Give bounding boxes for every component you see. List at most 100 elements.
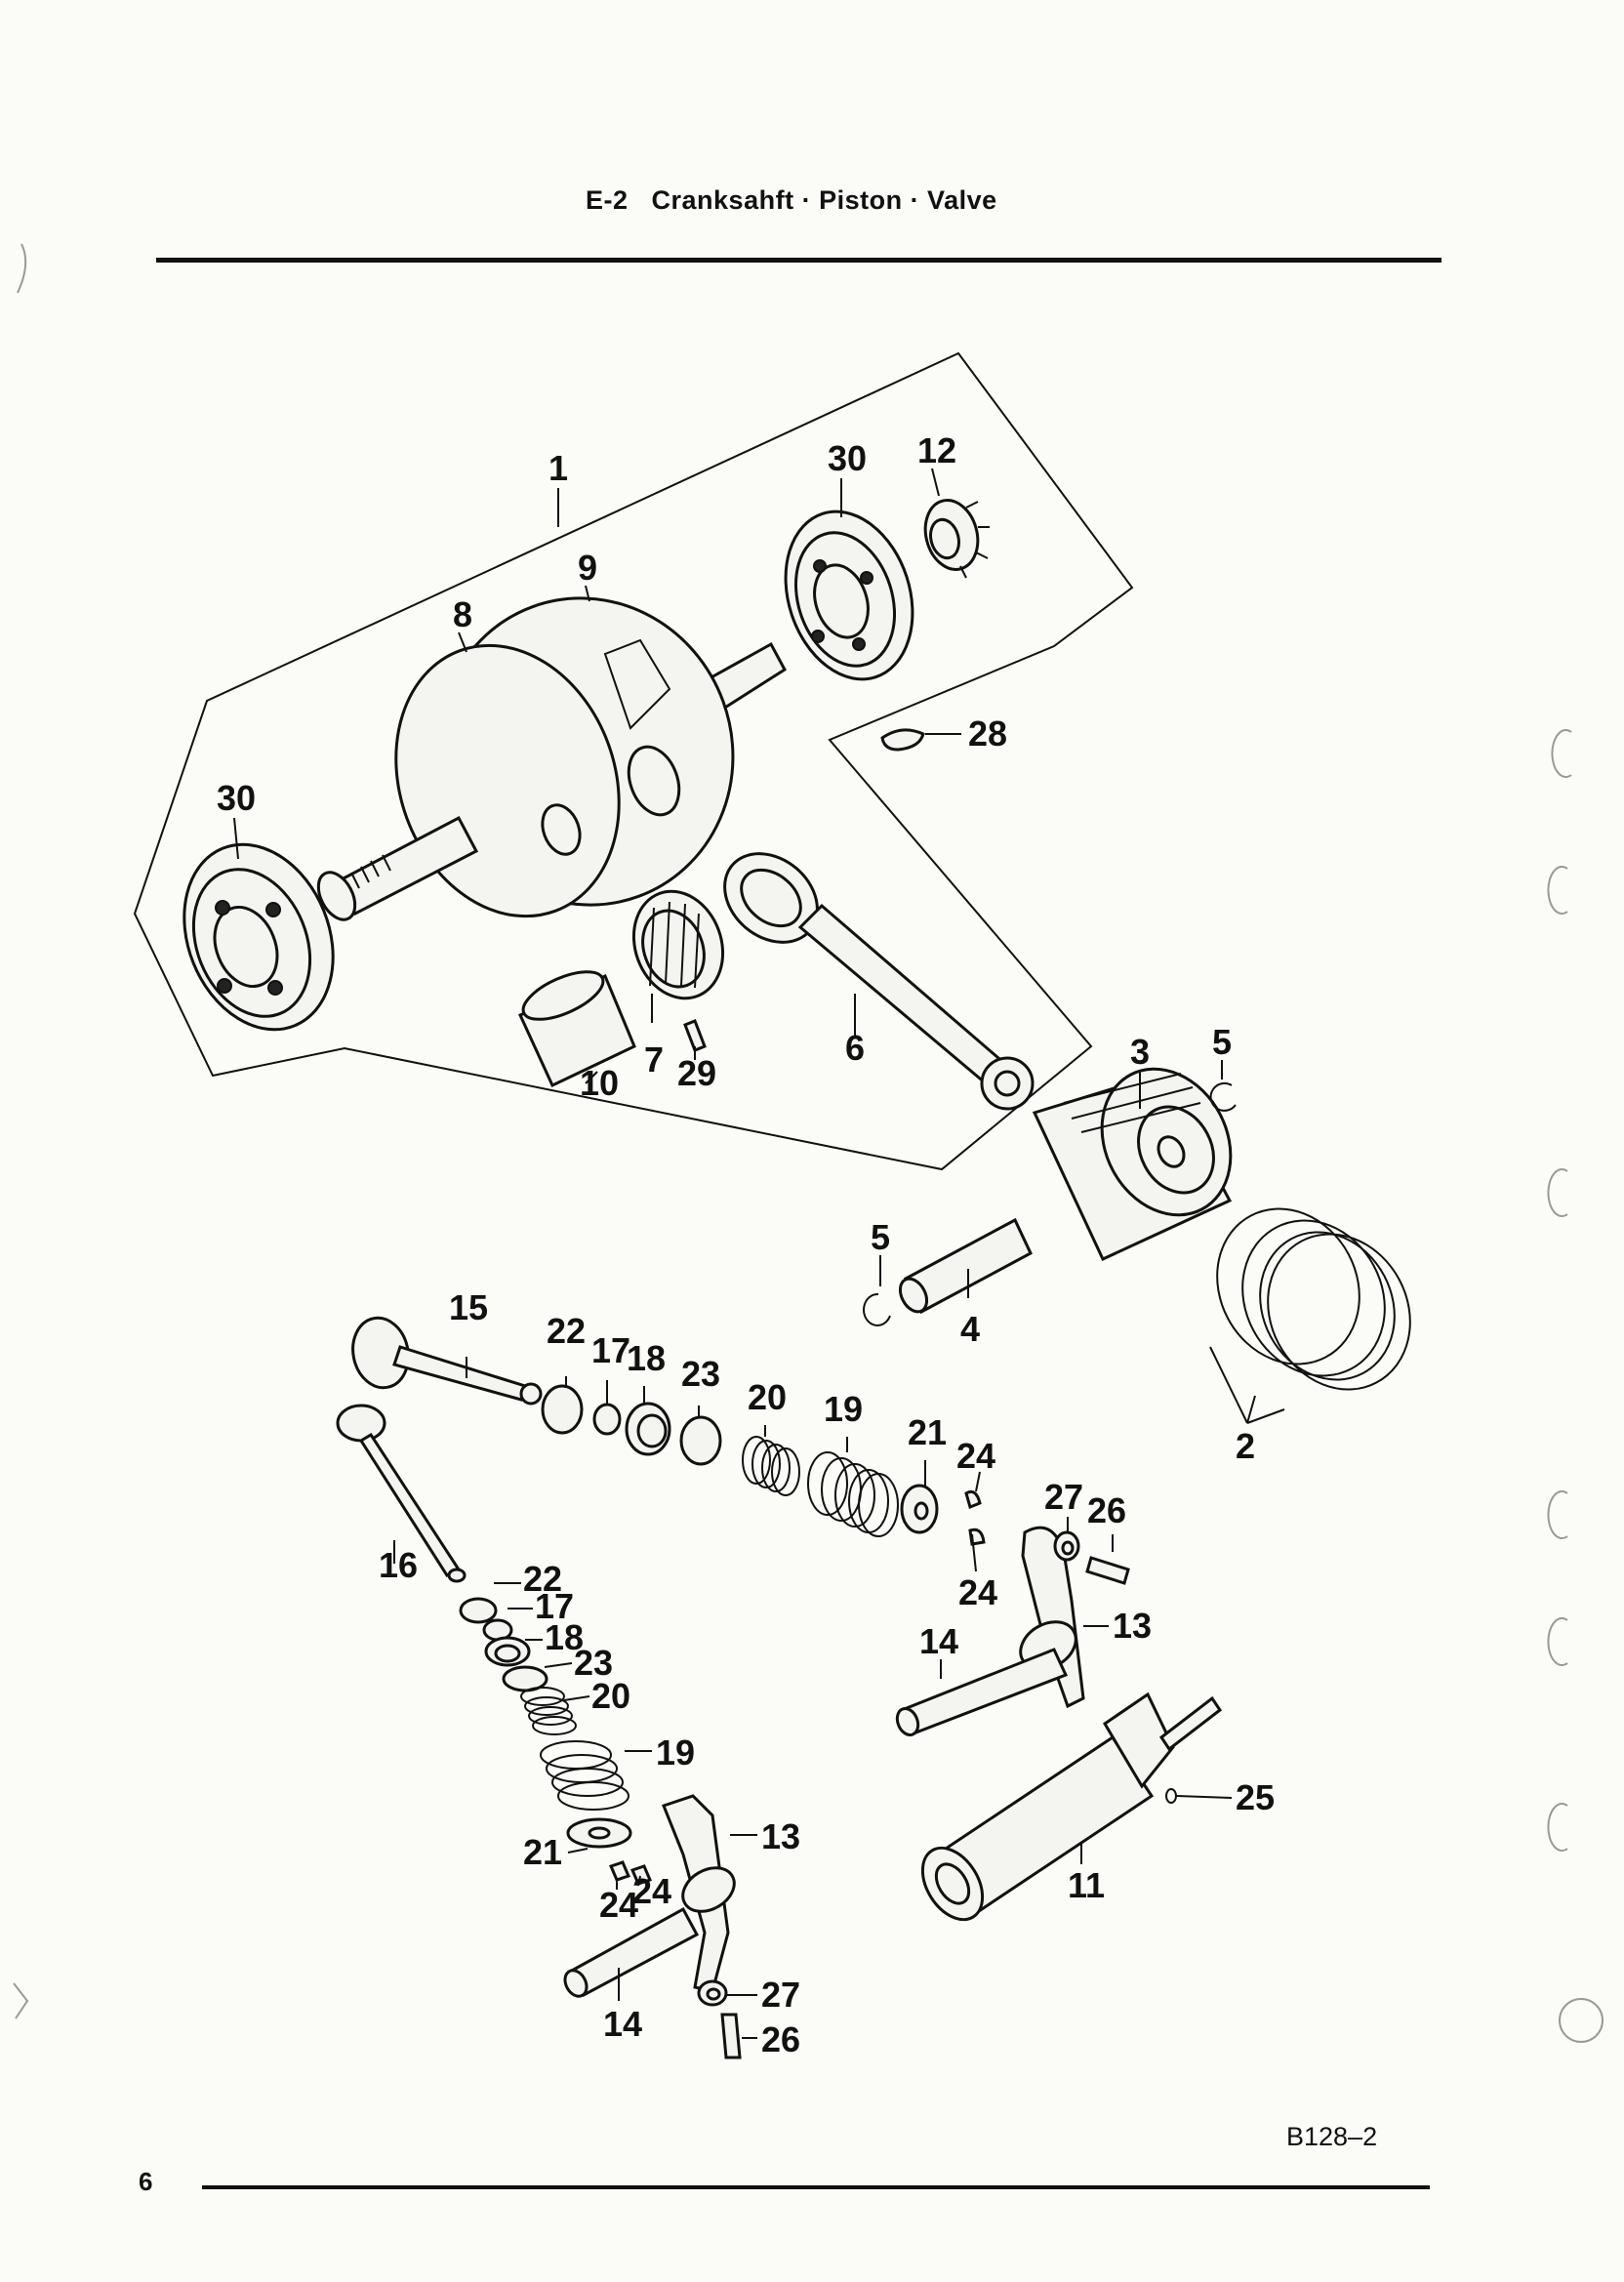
- part-label: 7: [644, 1039, 664, 1080]
- valve-spring-retainer-upper: [900, 1484, 939, 1534]
- part-label: 26: [1087, 1490, 1126, 1530]
- part-label: 19: [824, 1389, 863, 1429]
- part-label: 24: [599, 1885, 638, 1925]
- adjusting-nut-upper: [1053, 1530, 1080, 1562]
- ball-bearing-right: [784, 509, 914, 681]
- valve-guide-oring-upper: [679, 1415, 722, 1466]
- part-label: 26: [761, 2019, 800, 2059]
- connecting-rod: [723, 852, 1035, 1111]
- valve-stem-seal-lower: [459, 1597, 498, 1624]
- part-label: 18: [545, 1617, 584, 1657]
- header-rule: [156, 258, 1441, 263]
- crank-flywheel: [394, 596, 735, 918]
- rocker-arm-lower: [662, 1794, 736, 1993]
- part-label: 10: [580, 1063, 619, 1103]
- part-label: 25: [1236, 1777, 1275, 1817]
- page-number: 6: [139, 2167, 153, 2196]
- part-label: 4: [960, 1309, 980, 1349]
- adjusting-screw-lower: [720, 2013, 742, 2059]
- camshaft-oring: [1165, 1788, 1177, 1804]
- part-label: 18: [627, 1338, 666, 1378]
- part-label: 30: [828, 438, 867, 478]
- part-label: 22: [523, 1559, 562, 1599]
- part-label: 14: [919, 1621, 958, 1661]
- valve-cotter-upper: [964, 1489, 982, 1510]
- part-label: 9: [578, 548, 597, 588]
- part-label: 5: [1212, 1022, 1232, 1062]
- part-label: 20: [591, 1676, 630, 1716]
- part-label: 28: [968, 713, 1007, 754]
- inner-valve-spring-upper: [742, 1436, 800, 1496]
- cam-sprocket: [923, 499, 990, 579]
- part-label: 13: [761, 1816, 800, 1856]
- valve-spring-retainer-lower: [566, 1817, 632, 1849]
- part-label: 11: [1068, 1865, 1105, 1905]
- part-label: 24: [956, 1436, 995, 1476]
- part-label: 21: [523, 1832, 562, 1872]
- part-label: 22: [547, 1311, 586, 1351]
- crankshaft-assembly-outline: [133, 351, 1134, 1171]
- part-label: 15: [449, 1287, 488, 1327]
- valve-spring-seat-upper: [625, 1402, 671, 1456]
- part-label: 29: [677, 1053, 716, 1093]
- part-label: 19: [656, 1732, 695, 1773]
- part-label: 2: [1236, 1426, 1255, 1466]
- valve-stem-seal-upper: [541, 1384, 584, 1435]
- adjusting-screw-upper: [1085, 1556, 1130, 1585]
- part-label: 27: [1044, 1477, 1083, 1517]
- piston-pin-clip-right: [1209, 1081, 1237, 1112]
- adjusting-nut-lower: [697, 1979, 728, 2007]
- part-label: 21: [908, 1412, 947, 1452]
- ball-bearing-left: [183, 842, 335, 1032]
- valve-cotter-lower: [608, 1860, 631, 1882]
- part-label: 6: [845, 1028, 865, 1068]
- crank-pin: [518, 970, 636, 1088]
- part-label: 13: [1113, 1606, 1152, 1646]
- piston-pin: [898, 1217, 1033, 1315]
- rocker-shaft-lower: [563, 1906, 700, 1998]
- page-header: E-2 Cranksahft · Piston · Valve: [586, 185, 1074, 216]
- exhaust-valve: [351, 1316, 543, 1406]
- piston-rings: [1216, 1207, 1411, 1391]
- footer-rule: [202, 2185, 1430, 2189]
- rocker-shaft-upper: [895, 1648, 1069, 1737]
- valve-cotter-lower-2: [629, 1864, 653, 1886]
- piston: [1032, 1067, 1233, 1261]
- scan-mark: [13, 1982, 29, 2019]
- outer-valve-spring-lower: [540, 1740, 629, 1811]
- part-label: 16: [379, 1545, 418, 1585]
- needle-bearing: [631, 889, 725, 1000]
- intake-valve: [336, 1404, 467, 1583]
- scan-mark: [17, 243, 27, 294]
- part-label: 23: [681, 1354, 720, 1394]
- outer-valve-spring-upper: [807, 1451, 899, 1537]
- woodruff-key: [880, 728, 925, 752]
- part-label: 17: [535, 1586, 574, 1626]
- part-label: 17: [591, 1330, 630, 1370]
- section-code: E-2: [586, 185, 629, 215]
- inner-valve-spring-lower: [520, 1687, 577, 1735]
- valve-guide-upper: [592, 1403, 622, 1436]
- diagram-code: B128–2: [1286, 2122, 1378, 2151]
- camshaft: [920, 1691, 1223, 1922]
- piston-pin-clip-left: [863, 1292, 891, 1326]
- roller-pin: [683, 1019, 707, 1052]
- binder-holes: [1547, 729, 1604, 2043]
- part-label: 3: [1130, 1032, 1150, 1072]
- part-label: 23: [574, 1643, 613, 1683]
- crank-shaft-left-end: [316, 815, 479, 921]
- part-label: 30: [217, 778, 256, 818]
- part-label: 5: [871, 1217, 890, 1257]
- part-label: 14: [603, 2004, 642, 2044]
- part-label: 12: [917, 430, 956, 470]
- part-label: 1: [548, 448, 568, 488]
- part-label: 8: [453, 594, 472, 634]
- part-label: 24: [632, 1871, 671, 1911]
- part-label: 27: [761, 1975, 800, 2015]
- part-label: 24: [958, 1572, 997, 1612]
- section-title: Cranksahft · Piston · Valve: [651, 185, 997, 215]
- leader-lines: [233, 468, 1285, 2039]
- valve-spring-seat-lower: [484, 1636, 531, 1667]
